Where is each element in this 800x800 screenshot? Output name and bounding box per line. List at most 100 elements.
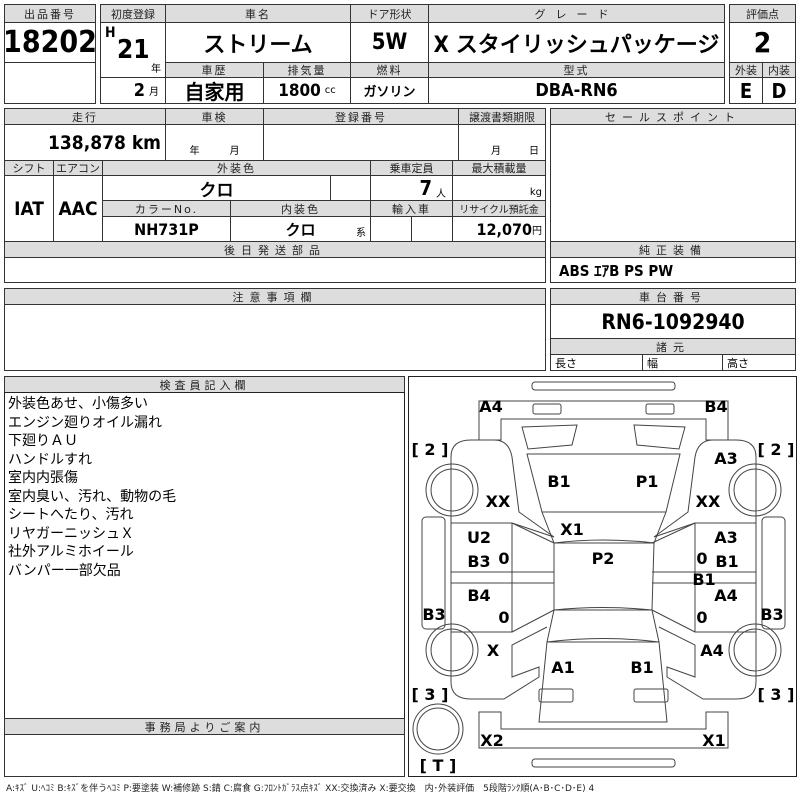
rear-bumper: [478, 711, 729, 749]
notes-field: [4, 304, 546, 371]
capacity-label: 乗車定員: [370, 160, 453, 176]
front-bumper-top: [531, 381, 676, 391]
sales-point-label: セールスポイント: [550, 108, 796, 125]
lot-blank: [4, 62, 96, 104]
door-label: ドア形状: [350, 4, 429, 23]
damage-mark: B3: [467, 552, 490, 571]
int-score: D: [762, 77, 796, 104]
rear-fender-right: [658, 626, 757, 700]
score-label: 評価点: [729, 4, 796, 23]
first-reg-label: 初度登録: [100, 4, 166, 23]
history: 自家用: [165, 77, 264, 104]
damage-mark: 0: [696, 549, 707, 568]
doors-right: [651, 522, 757, 633]
lot-number: 18202: [4, 22, 96, 63]
reg-year: 21: [117, 35, 150, 65]
reg-no-label: 登録番号: [263, 108, 459, 125]
rear-bumper-bottom: [531, 758, 676, 768]
damage-mark: [ 2 ]: [412, 440, 449, 459]
inspector-note: 室内内張傷: [8, 470, 78, 486]
damage-mark: A4: [700, 641, 724, 660]
month-unit: 月: [149, 87, 159, 98]
day-unit: 日: [529, 146, 539, 157]
lot-label: 出品番号: [4, 4, 96, 23]
int-color-value: クロ: [285, 220, 316, 239]
inspector-note: 社外アルミホイール: [8, 544, 134, 560]
recycle-value: 12,070: [476, 219, 532, 239]
damage-mark: A4: [479, 397, 503, 416]
max-load-label: 最大積載量: [452, 160, 546, 176]
inspector-note: ハンドルすれ: [8, 451, 92, 468]
transfer-date: 月日: [458, 124, 546, 161]
ext-color: クロ: [102, 175, 331, 201]
ext-color-label: 外装色: [102, 160, 371, 176]
inspector-label: 検査員記入欄: [4, 376, 405, 393]
car-name-label: 車名: [165, 4, 351, 23]
fuel-label: 燃料: [350, 62, 429, 78]
spec-width: 幅: [642, 354, 723, 371]
roof: [553, 539, 655, 611]
first-reg-year: H 21 年: [100, 22, 166, 78]
office-label: 事務局よりご案内: [4, 718, 405, 735]
person-unit: 人: [436, 189, 446, 200]
damage-mark: [ 3 ]: [758, 685, 795, 704]
recycle-label: リサイクル預託金: [452, 200, 546, 217]
spec-height: 高さ: [722, 354, 796, 371]
inspector-note: リヤガーニッシュＸ: [8, 525, 134, 542]
rear-glass: [546, 609, 660, 643]
cc-unit: cc: [324, 85, 336, 96]
int-color-label: 内装色: [230, 200, 371, 217]
inspector-note: 室内臭い、汚れ、動物の毛: [8, 488, 177, 505]
reg-no: [263, 124, 459, 161]
damage-mark: A3: [714, 528, 738, 547]
ac: AAC: [53, 175, 103, 242]
mileage: 138,878 km: [4, 124, 166, 161]
inspection-label: 車検: [165, 108, 264, 125]
damage-mark: X1: [560, 520, 583, 539]
fuel: ガソリン: [350, 77, 429, 104]
later-parts-label: 後日発送部品: [4, 241, 546, 258]
office-info: [4, 734, 405, 777]
import-label: 輸入車: [370, 200, 453, 217]
int-score-label: 内装: [762, 62, 796, 78]
damage-mark: B3: [760, 605, 783, 624]
damage-mark: 0: [696, 608, 707, 627]
damage-mark: P2: [592, 549, 615, 568]
damage-mark: A4: [714, 586, 738, 605]
import-cell-2: [411, 216, 453, 242]
damage-mark: X1: [702, 731, 725, 750]
damage-mark: B3: [422, 605, 445, 624]
year-unit: 年: [151, 64, 161, 75]
damage-mark: 0: [498, 549, 509, 568]
shift-label: シフト: [4, 160, 54, 176]
era: H: [105, 25, 116, 41]
score: 2: [729, 22, 796, 63]
damage-mark: XX: [486, 492, 511, 511]
model: DBA-RN6: [428, 77, 725, 104]
damage-mark: B4: [467, 586, 490, 605]
damage-mark: [ T ]: [420, 756, 457, 775]
color-no: NH731P: [102, 216, 231, 242]
spec-length: 長さ: [550, 354, 643, 371]
shift: IAT: [4, 175, 54, 242]
damage-mark: A3: [714, 449, 738, 468]
transfer-label: 譲渡書類期限: [458, 108, 546, 125]
damage-mark: B1: [715, 552, 738, 571]
inspector-note: 外装色あせ、小傷多い: [8, 396, 148, 412]
door-type: 5W: [350, 22, 429, 63]
inspector-note: バンパー一部欠品: [8, 562, 121, 579]
chassis-number: RN6-1092940: [550, 304, 796, 339]
damage-mark: B1: [630, 658, 653, 677]
doors-left: [450, 522, 555, 633]
grade: X スタイリッシュパッケージ: [428, 22, 725, 63]
mileage-label: 走行: [4, 108, 166, 125]
inspector-note: 下廻りＡＵ: [8, 433, 78, 449]
import-cell-1: [370, 216, 412, 242]
front-fender-right: [653, 439, 757, 538]
